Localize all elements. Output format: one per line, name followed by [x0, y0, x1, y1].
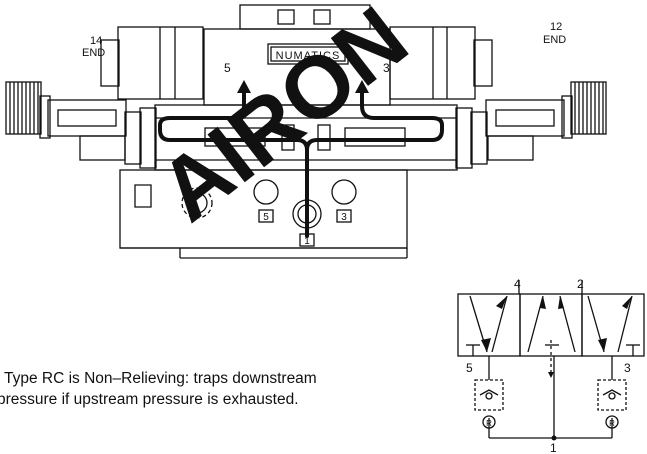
check-r-left: R [486, 419, 492, 428]
port3-top-label: 3 [383, 61, 390, 75]
port1-box-label: 1 [304, 236, 310, 247]
end14-word: END [82, 47, 105, 59]
caption: Type RC is Non–Relieving: traps downstre… [0, 368, 317, 410]
port3-box-label: 3 [341, 212, 347, 223]
flow-path [158, 86, 444, 238]
check-r-right: R [609, 419, 615, 428]
symbol-port5: 5 [466, 361, 473, 375]
caption-line-1: Type RC is Non–Relieving: traps downstre… [4, 370, 317, 387]
symbol-port2: 2 [577, 277, 584, 291]
end12-number: 12 [550, 21, 562, 33]
symbol-port4: 4 [514, 277, 521, 291]
port5-box-label: 5 [263, 212, 269, 223]
caption-line-2: pressure if upstream pressure is exhaust… [0, 391, 299, 408]
brand-label: NUMATICS [276, 50, 341, 62]
symbol-port1: 1 [550, 441, 557, 454]
symbol-arrowheads [481, 296, 632, 441]
valve-symbol [457, 280, 645, 439]
end14-number: 14 [90, 35, 102, 47]
port5-top-label: 5 [224, 61, 231, 75]
valve-body [5, 4, 607, 259]
flow-arrowheads [237, 80, 369, 93]
end12-word: END [543, 34, 566, 46]
symbol-port3: 3 [624, 361, 631, 375]
